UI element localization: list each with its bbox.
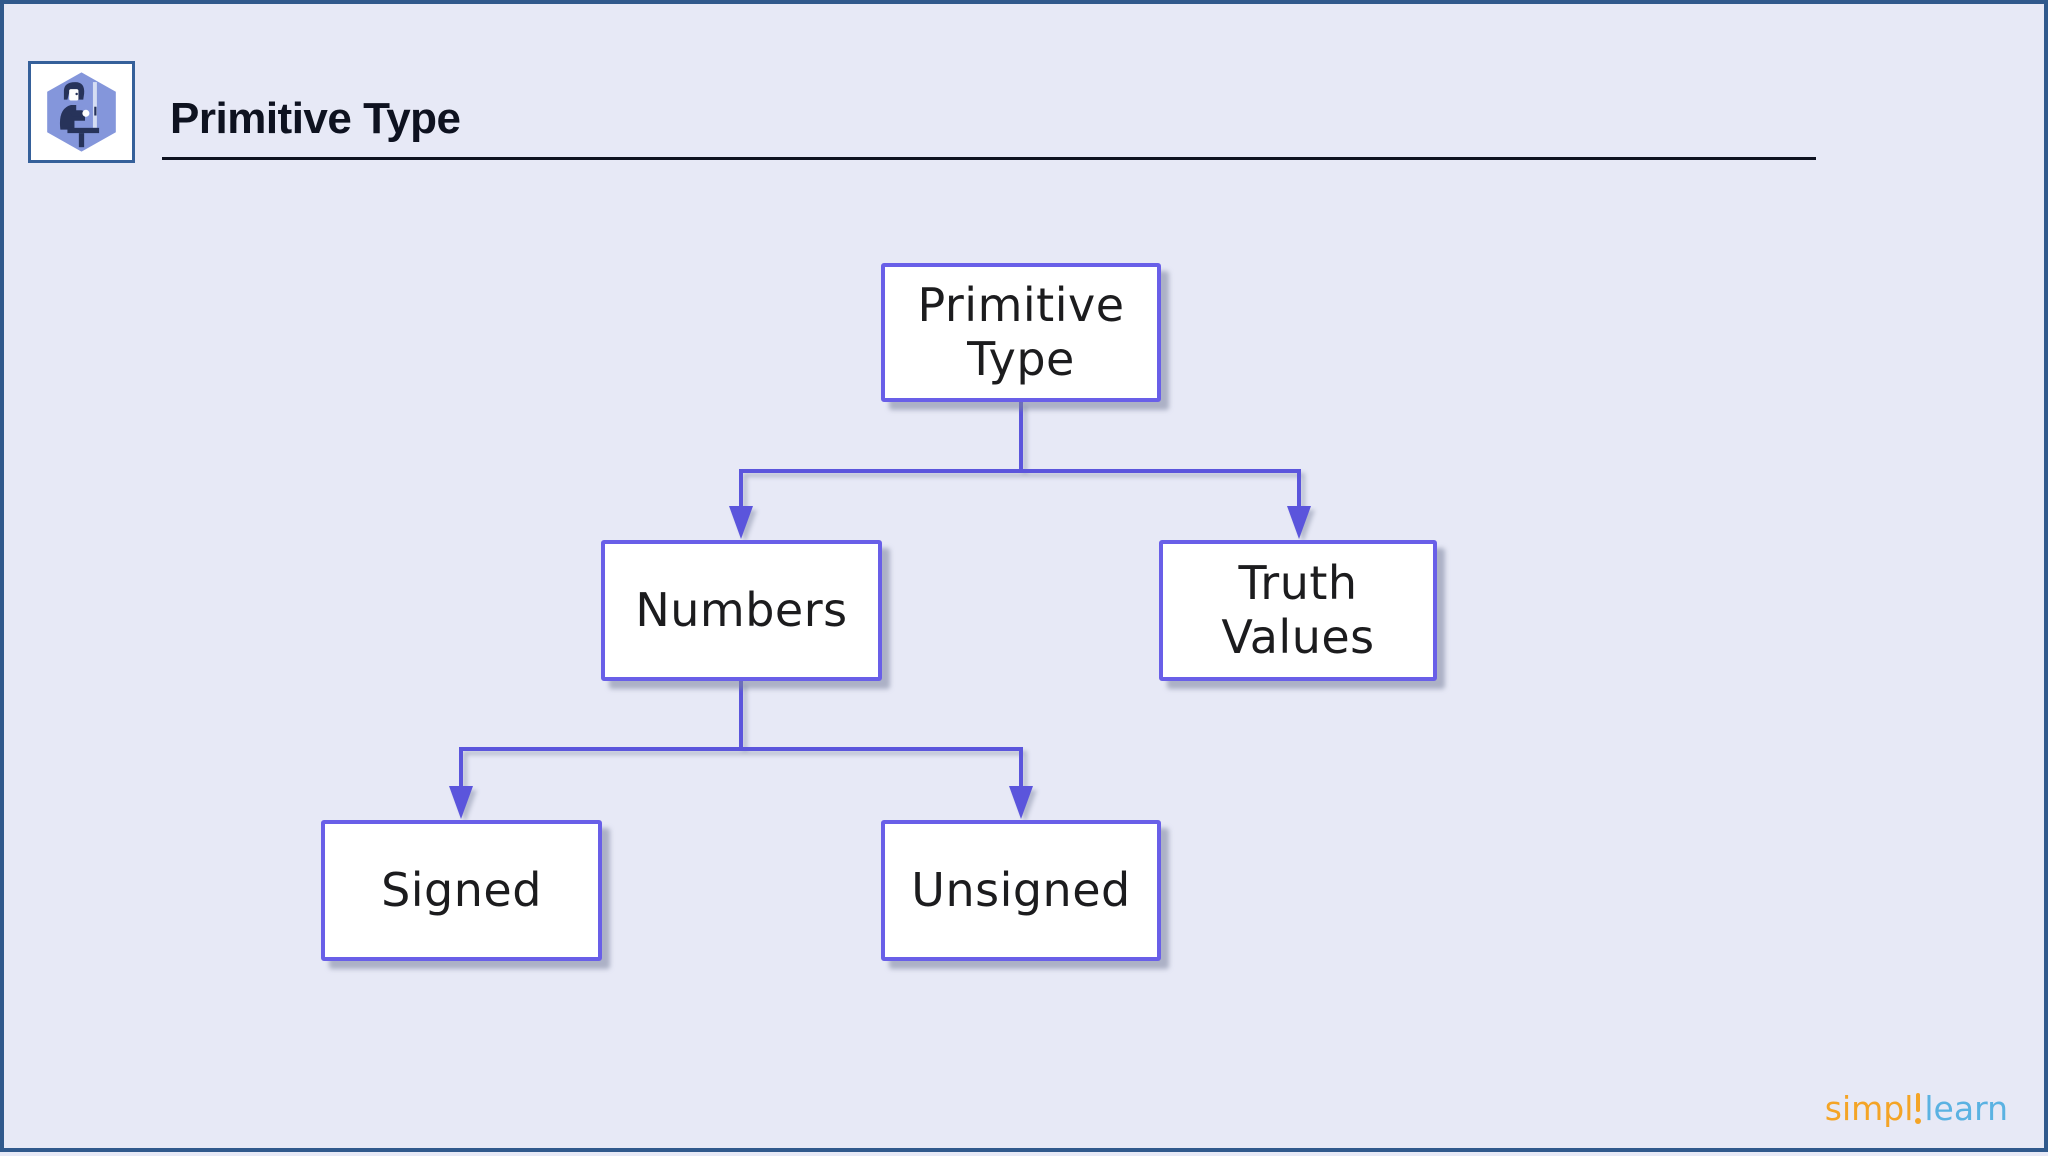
simplilearn-logo: simpl learn	[1825, 1086, 2008, 1128]
arrowhead-truth-values	[1287, 506, 1311, 539]
node-truth-values: Truth Values	[1159, 540, 1437, 681]
node-primitive-type: Primitive Type	[881, 263, 1161, 402]
node-label: Numbers	[635, 582, 848, 637]
brand-text-simpl: simpl	[1824, 1089, 1914, 1128]
header-logo	[28, 61, 135, 163]
person-at-computer-icon	[47, 72, 116, 152]
node-signed: Signed	[321, 820, 602, 961]
node-numbers: Numbers	[601, 540, 882, 681]
arrowhead-unsigned	[1009, 786, 1033, 819]
node-label: Signed	[381, 862, 542, 917]
tree-connectors	[449, 402, 1311, 819]
arrowhead-signed	[449, 786, 473, 819]
title-underline	[162, 157, 1816, 160]
node-label: Unsigned	[911, 862, 1131, 917]
connector-level-1	[739, 402, 1301, 507]
brand-text-learn: learn	[1924, 1089, 2008, 1128]
connector-level-2	[459, 681, 1023, 787]
brand-i-mark	[1914, 1093, 1923, 1127]
node-label: Truth Values	[1221, 556, 1375, 664]
node-unsigned: Unsigned	[881, 820, 1161, 961]
arrowhead-numbers	[729, 506, 753, 539]
node-label: Primitive Type	[917, 278, 1125, 386]
page-title: Primitive Type	[170, 94, 461, 143]
